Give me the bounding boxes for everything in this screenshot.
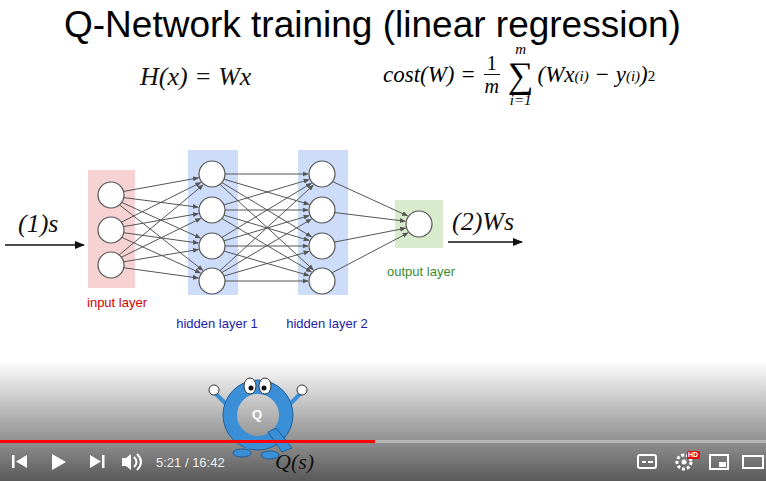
layer-band: hidden layer 2 <box>298 150 348 295</box>
neuron <box>199 268 225 294</box>
fraction: 1m <box>484 53 500 97</box>
input-arrow <box>5 244 84 246</box>
formula-text: 1 <box>484 53 500 75</box>
output-arrow <box>448 241 522 243</box>
progress-played <box>0 440 375 443</box>
layer-band: hidden layer 1 <box>188 150 238 295</box>
layer-label: output layer <box>387 265 455 278</box>
progress-track <box>0 440 766 443</box>
layer-connections <box>119 178 203 278</box>
input-callout: (1)s <box>18 211 58 237</box>
hypothesis-formula: H(x) = Wx <box>140 64 251 90</box>
q-mascot <box>209 378 307 459</box>
layer-label: input layer <box>87 296 147 309</box>
formula-text: (Wx <box>537 62 574 88</box>
neuron <box>309 233 335 259</box>
layer-band: input layer <box>88 170 135 288</box>
formula-text: (i) <box>575 68 589 85</box>
neuron <box>199 197 225 223</box>
layer-connections <box>220 174 313 281</box>
layer-band: output layer <box>395 200 443 248</box>
hd-badge <box>687 451 700 459</box>
layer-label: hidden layer 2 <box>286 317 368 330</box>
layer-connections <box>332 182 408 273</box>
cost-formula: cost(W) =1mm∑i=1(Wx(i) − y(i))2 <box>383 42 655 108</box>
neuron <box>309 268 335 294</box>
neuron <box>406 211 432 237</box>
neuron <box>199 233 225 259</box>
player-shade <box>0 360 766 481</box>
neuron <box>98 252 124 278</box>
slide-title: Q-Network training (linear regression) <box>64 6 681 43</box>
formula-text: m <box>485 75 499 97</box>
neuron <box>98 182 124 208</box>
formula-text: (i) <box>626 68 640 85</box>
output-callout: (2)Ws <box>452 209 514 235</box>
formula-text: cost(W) = <box>383 62 476 88</box>
formula-text: i=1 <box>510 93 532 108</box>
summation: m∑i=1 <box>508 42 534 108</box>
time-display: 5:21 / 16:42 <box>156 456 225 469</box>
formula-text: m <box>515 42 526 57</box>
formula-text: 2 <box>648 68 656 85</box>
hd-text: HD <box>688 451 698 458</box>
formula-text: ) <box>640 62 648 88</box>
q-function-label: Q(s) <box>275 451 314 473</box>
neuron <box>98 217 124 243</box>
formula-text: ∑ <box>508 57 534 93</box>
player-controls <box>12 454 763 470</box>
neuron <box>309 197 335 223</box>
mascot-letter: Q <box>252 408 262 421</box>
layer-label: hidden layer 1 <box>176 317 258 330</box>
formula-text: − y <box>589 62 626 88</box>
neuron <box>199 161 225 187</box>
neuron <box>309 161 335 187</box>
